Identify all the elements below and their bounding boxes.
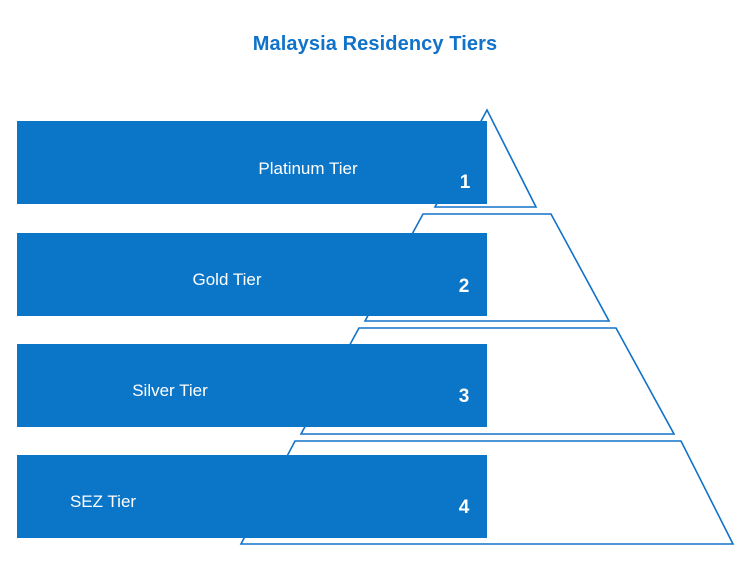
tier-number-2: 2 [458, 276, 470, 297]
chart-title: Malaysia Residency Tiers [252, 33, 498, 55]
tier-label-3: Silver Tier [132, 381, 208, 400]
tier-label-1: Platinum Tier [258, 159, 358, 178]
tier-number-1: 1 [459, 172, 471, 193]
tier-bar-4[interactable] [17, 455, 487, 538]
tier-bar-2[interactable] [17, 233, 487, 316]
tier-number-3: 3 [458, 386, 470, 407]
tier-bar-1[interactable] [17, 121, 487, 204]
tier-label-4: SEZ Tier [69, 492, 137, 511]
tier-label-2: Gold Tier [192, 270, 262, 289]
tier-bar-3[interactable] [17, 344, 487, 427]
tier-number-4: 4 [458, 497, 470, 518]
